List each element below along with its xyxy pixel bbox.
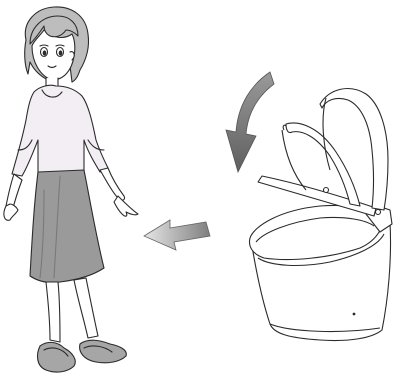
right-arm: [99, 167, 126, 201]
left-arrow: [143, 219, 211, 251]
smart-toilet-with-lid: [248, 88, 393, 342]
hinge-left: [322, 186, 330, 194]
collar: [41, 89, 63, 98]
right-hand: [113, 195, 139, 217]
right-slipper: [79, 339, 127, 364]
left-hand: [3, 203, 19, 221]
left-slipper: [36, 341, 76, 373]
hair-bangs: [29, 15, 79, 45]
mouth: [47, 65, 57, 69]
curved-down-arrow: [225, 71, 275, 174]
seat-ring: [285, 122, 361, 207]
sensor-dot: [352, 312, 356, 316]
blouse: [11, 84, 109, 177]
left-leg: [45, 281, 61, 343]
right-leg: [73, 277, 99, 339]
hinge-right: [374, 208, 382, 216]
woman-figure: [3, 6, 139, 373]
skirt: [29, 169, 105, 284]
